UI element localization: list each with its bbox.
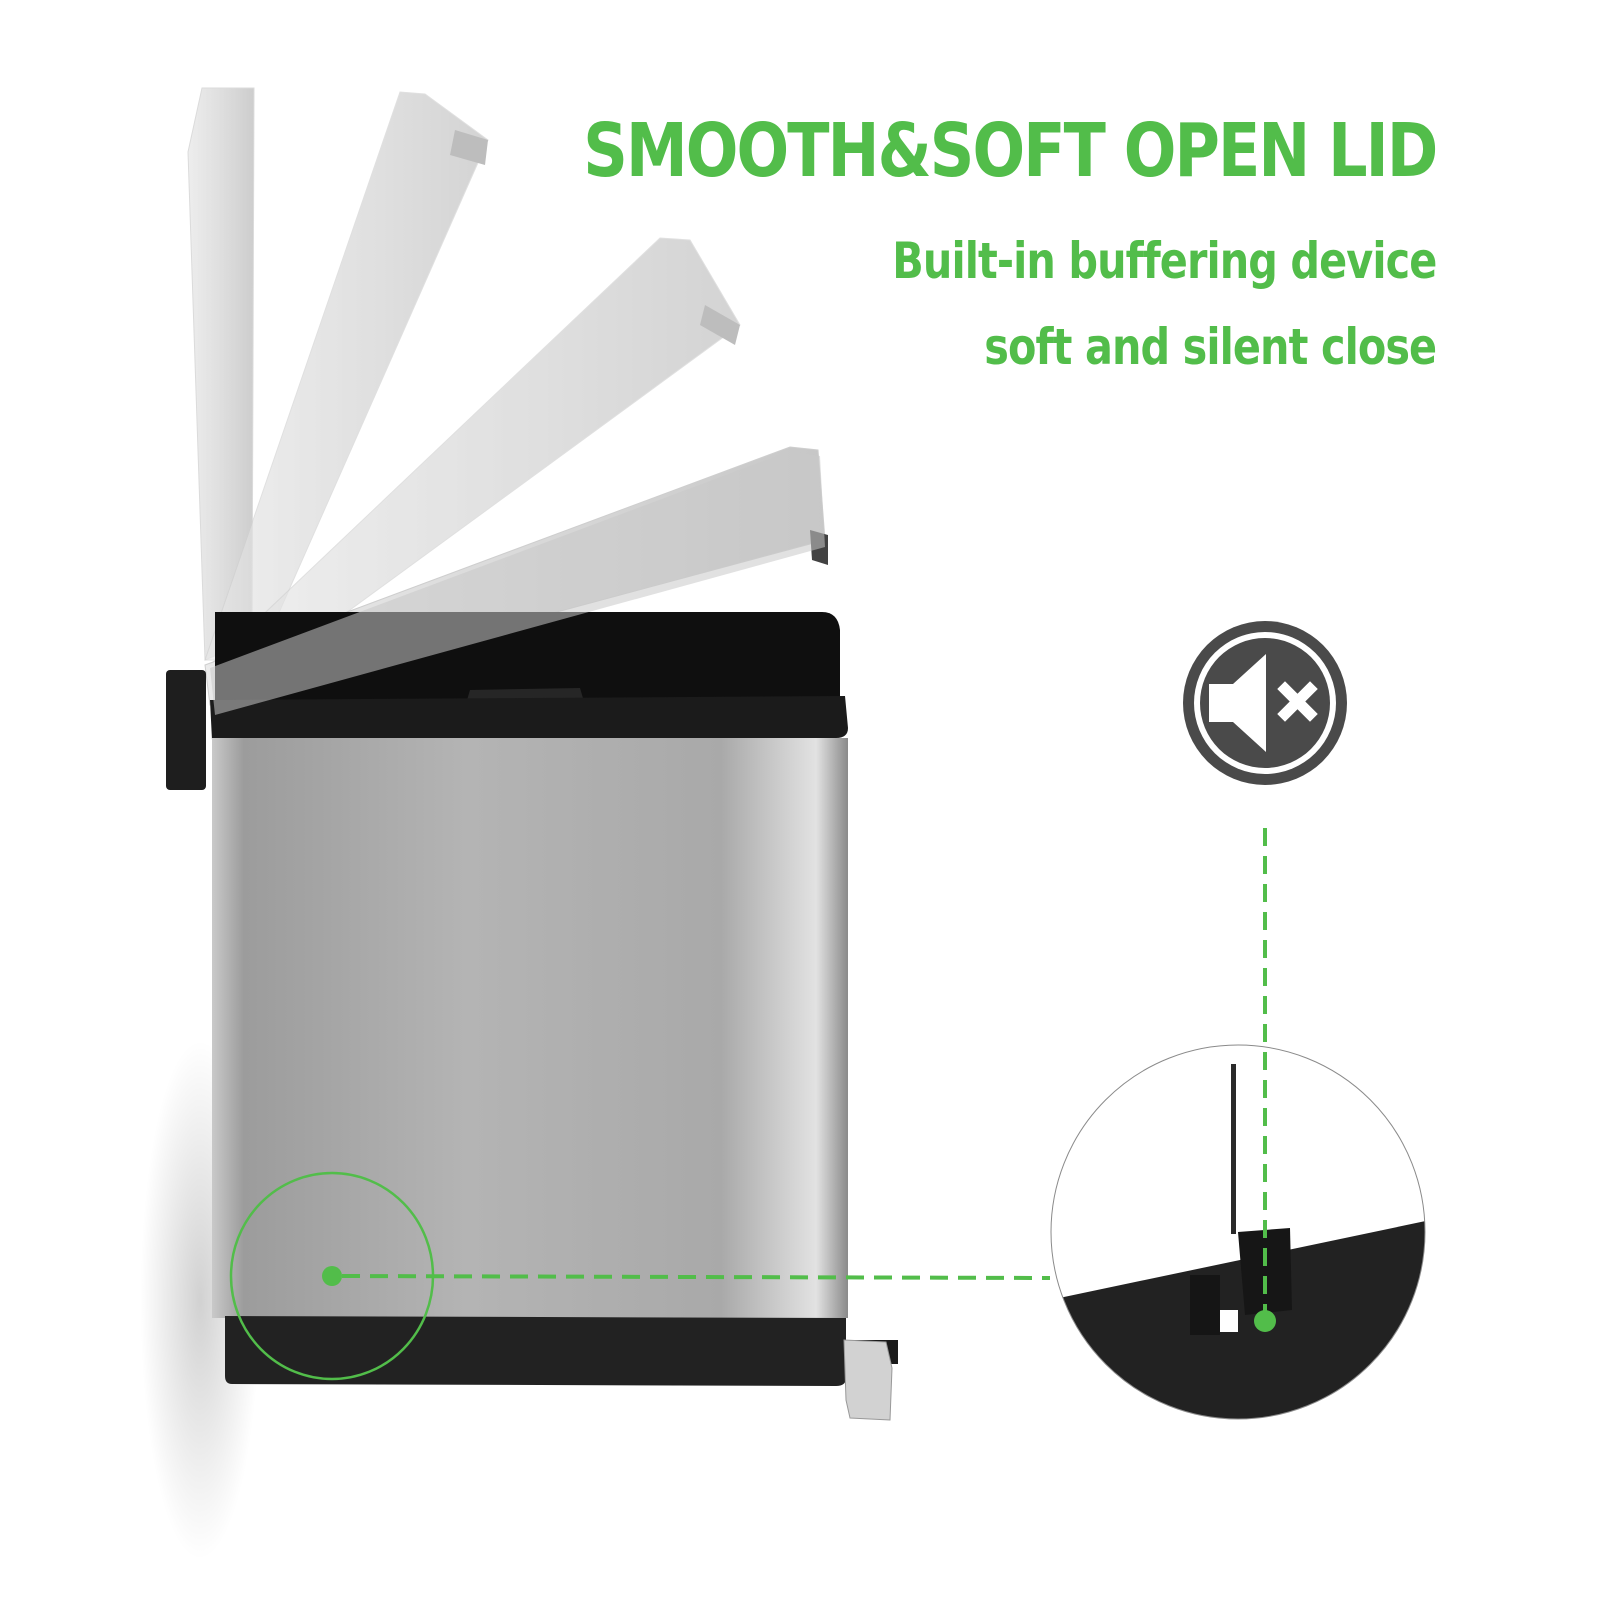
callout-connector-horizontal	[341, 1274, 1051, 1280]
lid-ghost-vertical	[187, 87, 255, 661]
hinge	[166, 670, 206, 790]
speaker-mute-icon	[1183, 621, 1347, 785]
trash-bin	[166, 451, 898, 1421]
base	[225, 1316, 846, 1386]
green-dot-marker	[1254, 1310, 1276, 1332]
green-dot-marker	[322, 1266, 342, 1286]
buffer-detail-zoom	[1050, 1044, 1426, 1420]
headline-subtitle-line1: Built-in buffering device	[891, 232, 1437, 290]
foot-pedal	[843, 1339, 898, 1421]
steel-body	[212, 738, 848, 1318]
headline-title: SMOOTH&SOFT OPEN LID	[582, 108, 1438, 194]
headline-subtitle-line2: soft and silent close	[984, 318, 1437, 376]
